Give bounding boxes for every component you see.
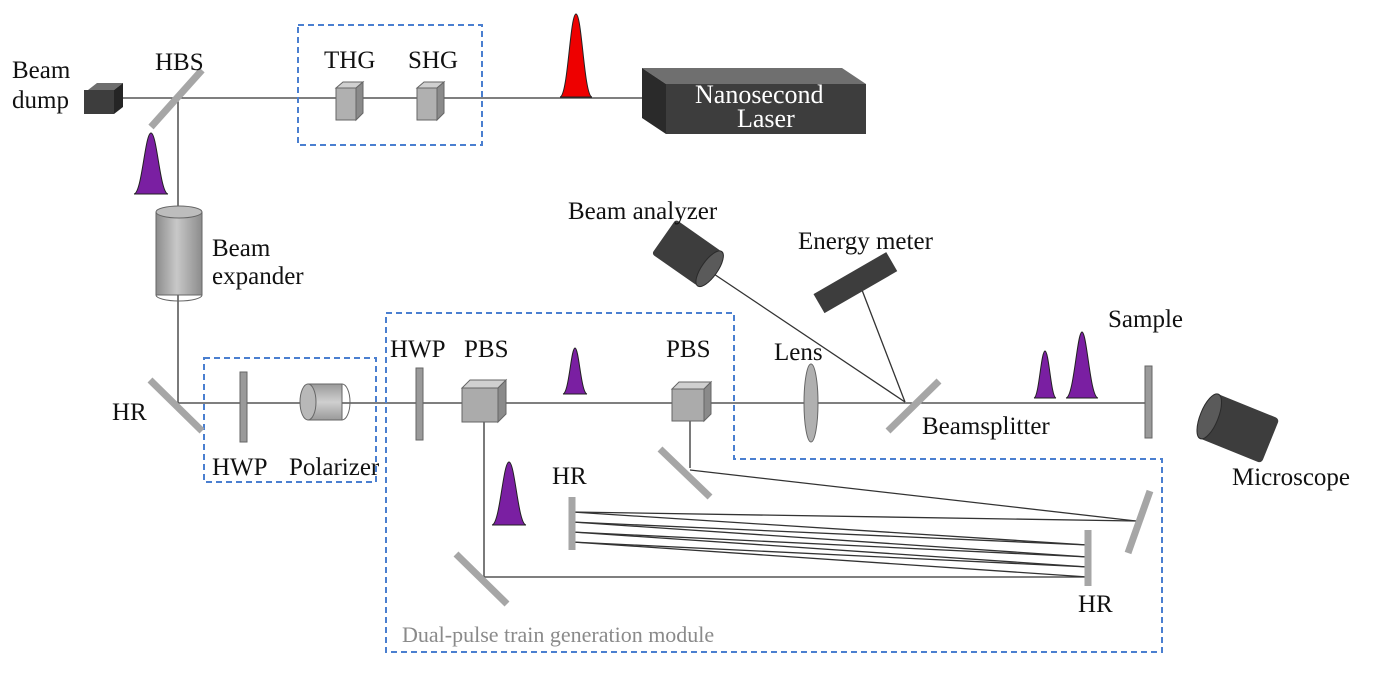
lens-element (803, 363, 819, 443)
pbs-2-cube (670, 380, 713, 423)
harmonic-module-box (297, 24, 483, 146)
label-hwp-1: HWP (212, 454, 268, 481)
purple-pulse-small (1033, 350, 1057, 399)
purple-pulse-large (1065, 331, 1099, 399)
delay-pass-1 (571, 511, 1137, 522)
polarizer (299, 383, 351, 421)
delay-pass-6 (571, 531, 1089, 568)
label-hbs: HBS (155, 49, 204, 76)
beam-analyzer-camera (652, 220, 724, 288)
pbs2-turning-mirror (657, 446, 713, 500)
label-laser-2: Laser (737, 104, 795, 133)
label-thg: THG (324, 47, 375, 74)
label-lens: Lens (774, 339, 823, 366)
label-beam-analyzer: Beam analyzer (568, 198, 718, 225)
red-laser-pulse (559, 13, 593, 98)
label-dual-pulse-module: Dual-pulse train generation module (402, 622, 714, 647)
beamsplitter-mirror (885, 378, 942, 434)
beam-to-analyzer (689, 257, 906, 403)
delay-pass-2 (571, 511, 1089, 546)
microscope-objective (1196, 393, 1279, 463)
hwp-2-plate (415, 367, 424, 441)
label-pbs-2: PBS (666, 336, 710, 363)
attenuator-module-box (203, 357, 377, 483)
label-hr-delay: HR (552, 463, 587, 490)
label-beam-expander-2: expander (212, 263, 304, 290)
nanosecond-laser (642, 68, 866, 134)
delay-pass-7 (571, 541, 1089, 568)
label-pbs-1: PBS (464, 336, 508, 363)
label-hr-left: HR (112, 399, 147, 426)
shg-crystal (415, 80, 446, 122)
far-right-mirror (1124, 489, 1154, 555)
purple-pulse-pbs (562, 347, 588, 395)
label-beamsplitter: Beamsplitter (922, 413, 1050, 440)
purple-pulse-expander (133, 132, 169, 195)
energy-meter-head (813, 252, 898, 314)
beam-to-energy-meter (861, 289, 906, 403)
delay-pass-4 (571, 521, 1089, 558)
hwp-1-plate (239, 371, 248, 443)
label-laser-1: Nanosecond (695, 80, 824, 109)
label-polarizer: Polarizer (289, 454, 380, 481)
beam-dump-block (84, 83, 123, 114)
purple-pulse-module (491, 461, 527, 526)
label-microscope: Microscope (1232, 464, 1350, 491)
dual-pulse-module-box (385, 312, 1163, 653)
thg-crystal (334, 80, 365, 122)
label-sample: Sample (1108, 306, 1183, 333)
sample-plate (1144, 365, 1153, 439)
label-hwp-2: HWP (390, 336, 446, 363)
beam-expander (155, 205, 203, 302)
beam-paths (120, 97, 1148, 578)
hbs-mirror (148, 67, 205, 130)
beam-to-far-mirror (689, 469, 1137, 522)
label-beam-dump-1: Beam (12, 57, 71, 84)
label-energy-meter: Energy meter (798, 228, 934, 255)
label-shg: SHG (408, 47, 458, 74)
delay-pass-8 (571, 541, 1089, 578)
label-beam-dump-2: dump (12, 87, 69, 114)
delay-pass-3 (571, 521, 1089, 546)
hr-left-mirror (147, 377, 205, 434)
label-hr-bottom: HR (1078, 591, 1113, 618)
bottom-turning-mirror (453, 551, 510, 607)
pbs-1-cube (460, 378, 508, 424)
label-beam-expander-1: Beam (212, 235, 271, 262)
delay-pass-5 (571, 531, 1089, 558)
